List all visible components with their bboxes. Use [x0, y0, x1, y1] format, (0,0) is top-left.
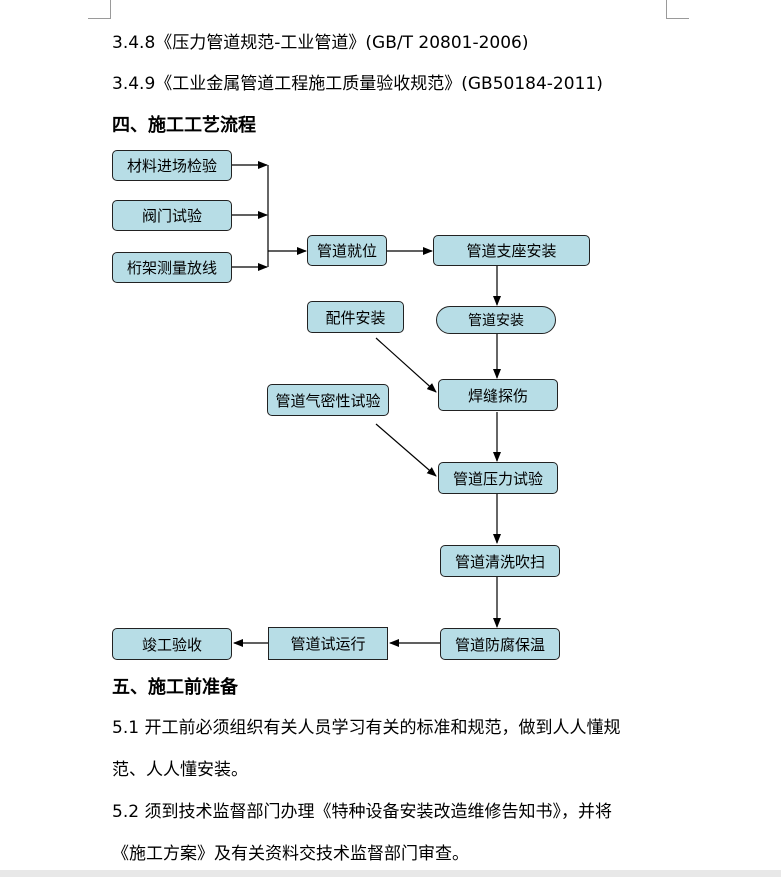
paragraph-5-2-line-1: 5.2 须到技术监督部门办理《特种设备安装改造维修告知书》，并将 — [112, 802, 612, 822]
flow-step-support-install: 管道支座安装 — [433, 235, 590, 266]
paragraph-5-2-line-2: 《施工方案》及有关资料交技术监督部门审查。 — [112, 844, 469, 864]
arrow-airtight-to-pressure — [375, 423, 437, 477]
flow-step-pressure-test: 管道压力试验 — [438, 462, 558, 494]
paragraph-5-1-line-2: 范、人人懂安装。 — [112, 760, 248, 780]
flow-step-fittings-install: 配件安装 — [307, 301, 404, 333]
flow-step-anticorrosion: 管道防腐保温 — [440, 628, 560, 660]
flow-step-truss-survey: 桁架测量放线 — [112, 252, 232, 283]
flow-step-pipe-positioning: 管道就位 — [307, 235, 387, 266]
flow-step-trial-run: 管道试运行 — [268, 627, 388, 660]
paragraph-5-1-line-1: 5.1 开工前必须组织有关人员学习有关的标准和规范，做到人人懂规 — [112, 718, 621, 738]
section-heading-4: 四、施工工艺流程 — [112, 115, 256, 136]
flow-step-airtight-test: 管道气密性试验 — [267, 384, 389, 416]
section-heading-5: 五、施工前准备 — [112, 677, 238, 698]
page-corner-mark-right — [666, 0, 689, 19]
page-corner-mark-left — [88, 0, 111, 19]
flow-step-valve-test: 阀门试验 — [112, 200, 232, 231]
flow-step-completion: 竣工验收 — [112, 628, 232, 660]
flow-step-weld-inspection: 焊缝探伤 — [438, 379, 558, 411]
flow-step-material-inspection: 材料进场检验 — [112, 150, 232, 181]
page-bottom-edge — [0, 870, 781, 877]
reference-3-4-9: 3.4.9《工业金属管道工程施工质量验收规范》(GB50184-2011) — [112, 74, 603, 94]
reference-3-4-8: 3.4.8《压力管道规范-工业管道》(GB/T 20801-2006) — [112, 33, 529, 53]
flow-step-cleaning: 管道清洗吹扫 — [440, 545, 560, 577]
arrow-fittings-to-weld — [375, 337, 437, 393]
flow-step-pipe-install: 管道安装 — [436, 306, 556, 334]
